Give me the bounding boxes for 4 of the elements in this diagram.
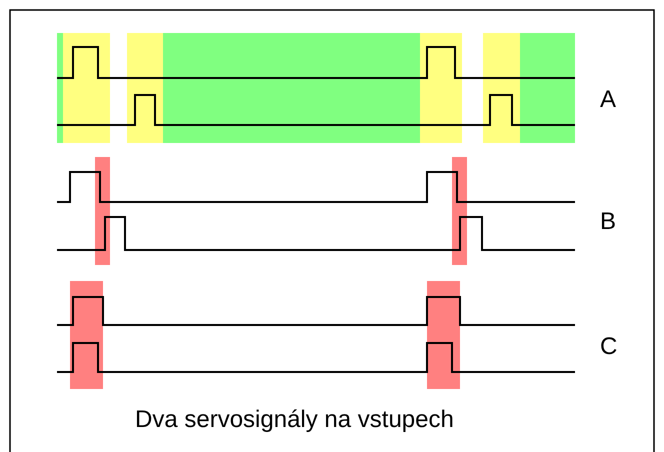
row-label: C [600, 335, 618, 359]
row-label: A [600, 88, 616, 112]
row-label: B [600, 210, 616, 234]
caption: Dva servosignály na vstupech [135, 408, 454, 432]
